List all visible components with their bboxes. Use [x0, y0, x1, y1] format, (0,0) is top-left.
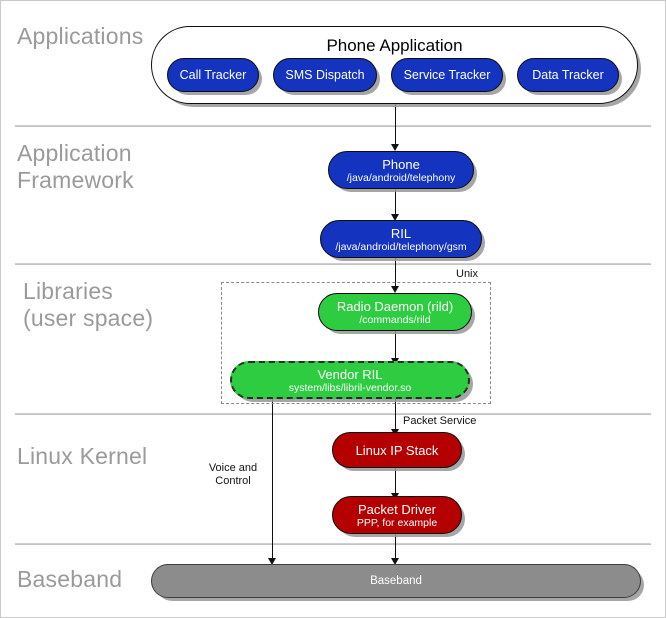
band-label-baseband: Baseband	[17, 566, 123, 592]
divider-linux-kernel	[15, 543, 651, 545]
node-vendor-ril[interactable]: Vendor RIL system/libs/libril-vendor.so	[230, 361, 470, 399]
group-unix-label: Unix	[456, 268, 479, 280]
app-pill-call-tracker[interactable]: Call Tracker	[167, 58, 259, 92]
band-label-application-framework: Application Framework	[17, 140, 134, 193]
node-linux-ip-stack-title: Linux IP Stack	[355, 442, 439, 458]
divider-libraries	[15, 413, 651, 415]
node-vendor-ril-subtitle: system/libs/libril-vendor.so	[288, 381, 412, 394]
node-radio-daemon-subtitle: /commands/rild	[359, 313, 431, 326]
band-label-applications: Applications	[17, 23, 144, 49]
connector-vendor-ril-to-baseband-voice	[272, 399, 273, 561]
node-linux-ip-stack[interactable]: Linux IP Stack	[332, 432, 462, 468]
phone-application-title: Phone Application	[326, 36, 463, 55]
connector-radio-daemon-to-vendor-ril	[395, 331, 396, 361]
connector-ip-stack-to-packet-driver	[395, 468, 396, 496]
app-pill-data-tracker[interactable]: Data Tracker	[517, 58, 619, 92]
arrowhead-baseband-left	[268, 558, 276, 565]
divider-applications	[15, 125, 651, 127]
band-label-libraries: Libraries (user space)	[23, 278, 154, 331]
node-radio-daemon[interactable]: Radio Daemon (rild) /commands/rild	[318, 293, 472, 331]
connector-packet-driver-to-baseband	[395, 533, 396, 561]
node-packet-driver[interactable]: Packet Driver PPP, for example	[332, 496, 462, 534]
divider-application-framework	[15, 263, 651, 265]
connector-phone-to-ril	[395, 189, 396, 217]
connector-vendor-ril-to-ip-stack	[395, 399, 396, 432]
edge-label-voice-and-control: Voice and Control	[208, 462, 258, 487]
node-radio-daemon-title: Radio Daemon (rild)	[336, 298, 454, 314]
node-phone-subtitle: /java/android/telephony	[346, 171, 456, 184]
node-ril[interactable]: RIL /java/android/telephony/gsm	[320, 220, 482, 258]
node-ril-subtitle: /java/android/telephony/gsm	[335, 240, 467, 253]
node-phone[interactable]: Phone /java/android/telephony	[328, 151, 474, 189]
app-pill-sms-dispatch[interactable]: SMS Dispatch	[273, 58, 377, 92]
node-baseband[interactable]: Baseband	[151, 564, 641, 598]
arrowhead-phone	[391, 144, 399, 151]
node-ril-title: RIL	[390, 225, 412, 241]
node-phone-title: Phone	[382, 156, 420, 172]
group-unix	[221, 282, 491, 404]
node-packet-driver-title: Packet Driver	[357, 501, 437, 517]
connector-ril-to-radio-daemon	[395, 258, 396, 288]
arrowhead-baseband-right	[391, 558, 399, 565]
arrowhead-radio-daemon	[391, 286, 399, 293]
connector-phoneapp-to-phone	[395, 103, 396, 147]
edge-label-packet-service: Packet Service	[403, 415, 477, 427]
arrowhead-ril	[391, 214, 399, 221]
node-baseband-title: Baseband	[370, 575, 422, 587]
node-vendor-ril-title: Vendor RIL	[317, 366, 383, 382]
node-packet-driver-subtitle: PPP, for example	[356, 516, 438, 529]
band-label-linux-kernel: Linux Kernel	[17, 443, 148, 469]
app-pill-service-tracker[interactable]: Service Tracker	[391, 58, 503, 92]
